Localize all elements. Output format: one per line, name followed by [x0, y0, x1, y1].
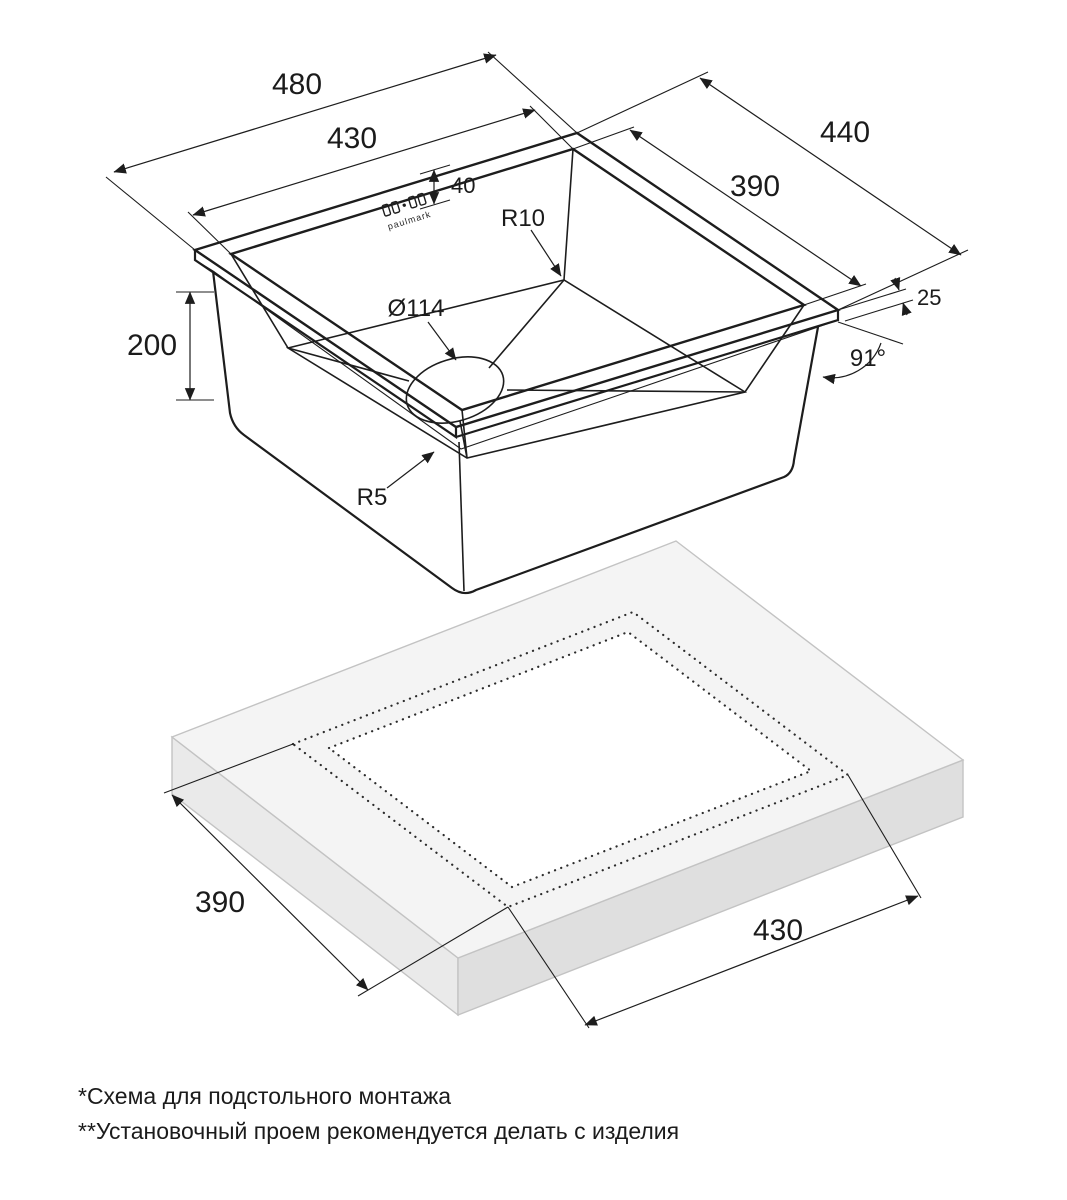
sink-isometric-view: paulmark 480 430 40 440	[105, 51, 969, 595]
countertop-cutout-view: 390 430	[163, 540, 965, 1029]
sink-rim-underside	[194, 259, 839, 328]
dim-label-440: 440	[820, 116, 870, 149]
bowl-corner-edges	[230, 148, 805, 459]
callout-label-r10: R10	[501, 205, 545, 232]
dim-390-cutout: 390	[163, 743, 509, 997]
dim-label-200: 200	[127, 329, 177, 362]
sink-body-top-edges	[212, 270, 819, 450]
dim-430: 430	[187, 105, 574, 255]
faucet-deck-holes-icon: paulmark	[381, 192, 432, 232]
dim-label-390-cutout: 390	[195, 886, 245, 919]
sink-body-front-edge	[458, 441, 465, 592]
callout-r10: R10	[501, 205, 562, 277]
dim-200: 200	[127, 291, 214, 401]
dim-390: 390	[572, 126, 867, 306]
dim-label-480: 480	[272, 68, 322, 101]
sink-rim-inner-edge	[228, 147, 807, 412]
footnotes: *Схема для подстольного монтажа **Устано…	[78, 1083, 679, 1144]
cutout-outline-inner	[326, 630, 814, 889]
callout-label-r5: R5	[357, 484, 388, 511]
angle-label-91: 91°	[850, 345, 886, 372]
footnote-line-2: **Установочный проем рекомендуется делат…	[78, 1118, 679, 1144]
dim-label-430-cutout: 430	[753, 914, 803, 947]
dim-430-cutout: 430	[507, 774, 922, 1029]
dim-label-390: 390	[730, 170, 780, 203]
dim-25: 25	[837, 277, 941, 322]
dim-label-40: 40	[451, 173, 475, 198]
dim-40: 40	[419, 164, 475, 210]
callout-label-d114: Ø114	[388, 295, 445, 322]
dim-label-430: 430	[327, 122, 377, 155]
sink-body-outline	[211, 270, 820, 595]
callout-r5: R5	[357, 451, 435, 511]
angle-91: 91°	[822, 321, 904, 385]
drain-fold-lines	[287, 279, 746, 459]
dim-label-25: 25	[917, 285, 941, 310]
callout-d114: Ø114	[388, 295, 457, 361]
footnote-line-1: *Схема для подстольного монтажа	[78, 1083, 451, 1109]
